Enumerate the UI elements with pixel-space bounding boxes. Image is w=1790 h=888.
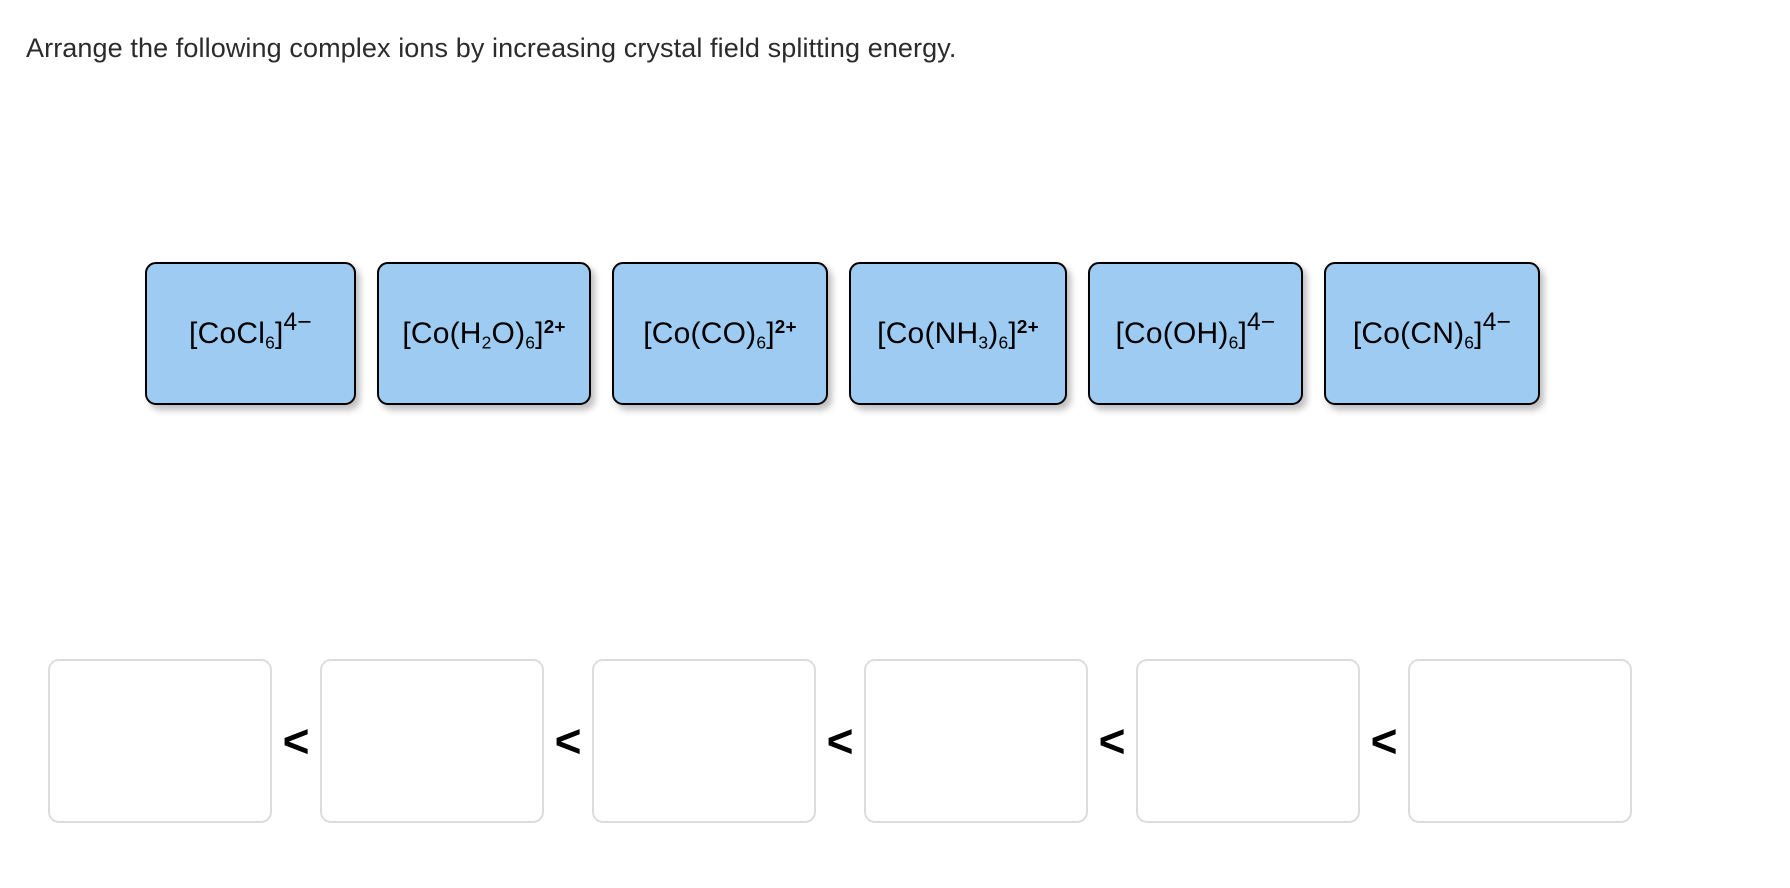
formula-bracket: ]: [1008, 316, 1017, 350]
draggable-tile-cocl6[interactable]: [CoCl6]4−: [145, 262, 356, 405]
less-than-separator: <: [826, 715, 854, 767]
formula-text: [Co(OH): [1115, 316, 1229, 350]
less-than-separator: <: [1370, 715, 1398, 767]
tile-label-co-nh3-6: [Co(NH3)6]2+: [877, 317, 1039, 351]
dropzone-slot-3[interactable]: [592, 659, 816, 823]
answer-ordering-row: < < < < <: [48, 659, 1632, 823]
page-title: Arrange the following complex ions by in…: [26, 33, 957, 63]
formula-text: [Co(CO): [643, 316, 757, 350]
less-than-separator: <: [282, 715, 310, 767]
formula-charge: 4−: [1482, 308, 1512, 336]
tile-label-co-co-6: [Co(CO)6]2+: [643, 317, 796, 351]
formula-text: ): [988, 316, 999, 350]
formula-text: [Co(NH: [877, 316, 979, 350]
formula-subscript: 6: [1464, 332, 1475, 353]
dropzone-slot-2[interactable]: [320, 659, 544, 823]
less-than-separator: <: [1098, 715, 1126, 767]
draggable-tile-co-oh-6[interactable]: [Co(OH)6]4−: [1088, 262, 1303, 405]
formula-charge: 2+: [543, 316, 566, 338]
formula-text: O): [491, 316, 526, 350]
formula-subscript: 6: [525, 332, 536, 353]
formula-subscript: 6: [998, 332, 1009, 353]
draggable-tile-co-cn-6[interactable]: [Co(CN)6]4−: [1324, 262, 1540, 405]
formula-charge: 4−: [283, 308, 312, 336]
dropzone-slot-6[interactable]: [1408, 659, 1632, 823]
formula-bracket: ]: [766, 316, 775, 350]
formula-subscript: 2: [481, 332, 492, 353]
formula-charge: 2+: [774, 316, 797, 338]
formula-charge: 4−: [1247, 308, 1276, 336]
draggable-tile-co-h2o-6[interactable]: [Co(H2O)6]2+: [377, 262, 591, 405]
formula-text: [CoCl: [189, 316, 266, 350]
tile-label-cocl6: [CoCl6]4−: [189, 310, 312, 353]
draggable-tile-co-nh3-6[interactable]: [Co(NH3)6]2+: [849, 262, 1067, 405]
formula-charge: 2+: [1016, 316, 1039, 338]
formula-subscript: 6: [1228, 332, 1239, 353]
dropzone-slot-5[interactable]: [1136, 659, 1360, 823]
formula-text: [Co(CN): [1352, 316, 1465, 350]
draggable-tile-row: [CoCl6]4− [Co(H2O)6]2+ [Co(CO)6]2+ [Co(N…: [145, 262, 1540, 405]
formula-bracket: ]: [1474, 316, 1483, 350]
formula-subscript: 3: [978, 332, 989, 353]
dropzone-slot-4[interactable]: [864, 659, 1088, 823]
formula-bracket: ]: [535, 316, 544, 350]
formula-bracket: ]: [1238, 316, 1248, 350]
less-than-separator: <: [554, 715, 582, 767]
dropzone-slot-1[interactable]: [48, 659, 272, 823]
tile-label-co-h2o-6: [Co(H2O)6]2+: [402, 317, 565, 351]
formula-subscript: 6: [756, 332, 767, 353]
tile-label-co-cn-6: [Co(CN)6]4−: [1352, 310, 1511, 353]
formula-subscript: 6: [265, 332, 275, 353]
formula-text: [Co(H: [402, 316, 482, 350]
draggable-tile-co-co-6[interactable]: [Co(CO)6]2+: [612, 262, 828, 405]
formula-bracket: ]: [274, 316, 284, 350]
tile-label-co-oh-6: [Co(OH)6]4−: [1115, 310, 1276, 353]
